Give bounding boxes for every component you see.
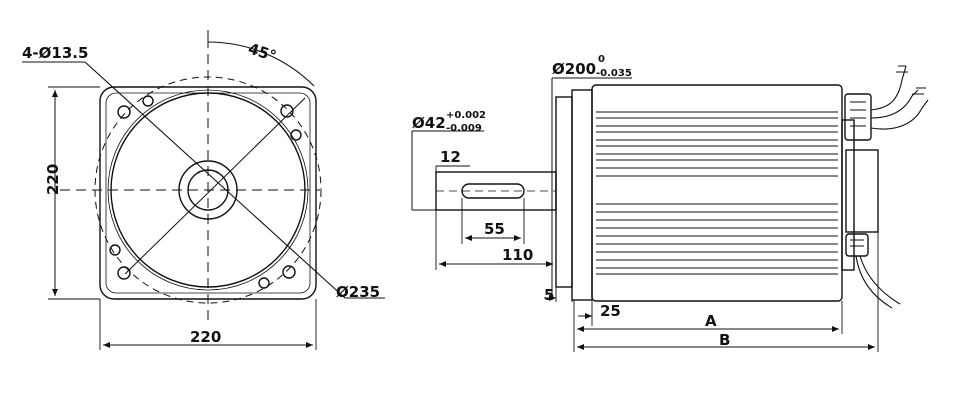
width-label: 220 <box>190 328 221 346</box>
pilot-label: 25 <box>600 302 621 320</box>
bolt-hole <box>117 266 131 280</box>
key-length-label: 55 <box>484 220 505 238</box>
bolt-hole <box>258 277 270 289</box>
height-label: 220 <box>44 164 62 195</box>
cable-gland-bottom <box>845 233 869 257</box>
dim-a-label: A <box>705 312 717 330</box>
bolt-hole <box>280 104 294 118</box>
flange-tol-lower: -0.035 <box>596 68 632 79</box>
bolt-hole <box>142 95 154 107</box>
flange-dia-label: Ø200 <box>552 60 596 78</box>
bolt-hole <box>282 265 296 279</box>
front-view <box>22 30 385 350</box>
shaft-length-label: 110 <box>502 246 533 264</box>
key-width-label: 12 <box>440 148 461 166</box>
bolt-hole <box>117 105 131 119</box>
shaft-tol-lower: -0.009 <box>446 123 482 134</box>
signal-cable <box>859 255 901 305</box>
cooling-fins <box>596 111 838 275</box>
keyway <box>461 183 525 199</box>
side-view <box>411 65 929 352</box>
bolt-holes-label: 4-Ø13.5 <box>22 44 88 62</box>
cable-gland-top <box>844 93 872 141</box>
flange-tol-upper: 0 <box>598 54 605 65</box>
angle-label: 45° <box>246 39 279 65</box>
shaft-dia-label: Ø42 <box>412 114 446 132</box>
side-flange-plate <box>555 96 573 288</box>
bolt-hole <box>109 244 121 256</box>
bolt-hole <box>290 129 302 141</box>
shaft-tol-upper: +0.002 <box>446 110 486 121</box>
motor-body <box>591 84 843 302</box>
power-cable <box>870 65 907 111</box>
pitch-circle-label: Ø235 <box>336 283 380 301</box>
flange-thickness-label: 5 <box>544 286 554 304</box>
dim-b-label: B <box>719 331 730 349</box>
junction-box <box>845 149 879 233</box>
